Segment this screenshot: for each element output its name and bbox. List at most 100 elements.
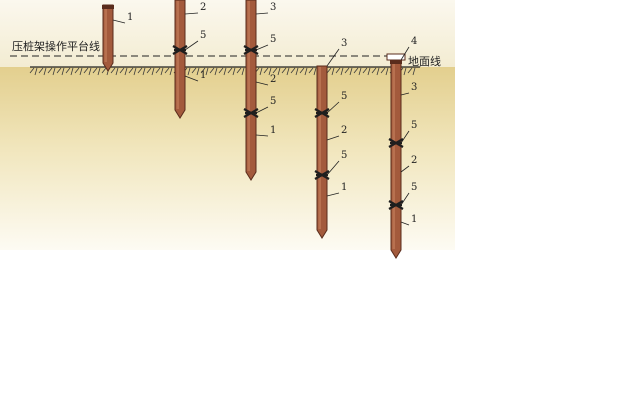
hatch-mark <box>371 67 380 76</box>
pile-highlight <box>104 6 107 62</box>
hatch-mark <box>47 67 56 76</box>
leader-line <box>326 48 340 67</box>
part-number-label: 5 <box>411 182 417 193</box>
part-number-label: 5 <box>411 120 417 131</box>
pile-joint <box>388 138 404 148</box>
pile-joint <box>314 170 330 180</box>
part-number-label: 5 <box>200 30 206 41</box>
leader-line <box>326 192 340 197</box>
soil-area <box>0 67 455 250</box>
pile-stage-2 <box>172 0 188 119</box>
hatch-mark <box>56 67 65 76</box>
pile-stage-4 <box>314 65 330 239</box>
part-number-label: 2 <box>200 2 206 13</box>
hatch-mark <box>209 67 218 76</box>
hatch-mark <box>65 67 74 76</box>
pile-joint <box>243 45 259 55</box>
leader-line <box>400 92 410 96</box>
hatch-mark <box>263 67 272 76</box>
hatch-mark <box>119 67 128 76</box>
leader-line <box>255 134 269 137</box>
hatch-mark <box>110 67 119 76</box>
leader-line <box>255 12 269 15</box>
hatch-mark <box>83 67 92 76</box>
part-number-label: 3 <box>341 38 347 49</box>
hatch-mark <box>380 67 389 76</box>
hatch-mark <box>353 67 362 76</box>
hatch-mark <box>236 67 245 76</box>
part-number-label: 4 <box>411 36 417 47</box>
leader-line <box>184 12 199 15</box>
pile-stage-1 <box>102 4 114 72</box>
leader-line <box>400 165 410 173</box>
leader-line <box>400 221 410 226</box>
hatch-mark <box>407 67 416 76</box>
pile-stage-3 <box>243 0 259 181</box>
pile-highlight <box>392 61 395 249</box>
pile-highlight <box>247 1 250 171</box>
hatch-mark <box>299 67 308 76</box>
pile-joint <box>314 108 330 118</box>
leader-line <box>184 75 199 82</box>
pile-highlight <box>176 1 179 109</box>
hatch-mark <box>290 67 299 76</box>
part-number-label: 5 <box>270 96 276 107</box>
part-number-label: 1 <box>127 12 133 23</box>
leader-line <box>326 160 340 176</box>
hatch-mark <box>218 67 227 76</box>
part-number-label: 1 <box>200 70 206 81</box>
leader-line <box>400 130 410 144</box>
pile-joint <box>388 200 404 210</box>
hatch-mark <box>155 67 164 76</box>
hatch-mark <box>164 67 173 76</box>
pile-joint <box>243 108 259 118</box>
hatch-mark <box>128 67 137 76</box>
part-number-label: 5 <box>341 150 347 161</box>
ground-line-label: 地面线 <box>408 54 441 68</box>
part-number-label: 3 <box>411 82 417 93</box>
leader-line <box>184 40 199 51</box>
leader-line <box>112 19 126 24</box>
pile-highlight <box>318 67 321 229</box>
part-number-label: 1 <box>341 182 347 193</box>
pile-stage-5 <box>386 53 406 259</box>
hatch-mark <box>362 67 371 76</box>
part-number-label: 2 <box>341 125 347 136</box>
pile-head <box>102 5 114 9</box>
hatch-mark <box>92 67 101 76</box>
hatch-mark <box>326 67 335 76</box>
hatch-mark <box>191 67 200 76</box>
leader-line <box>255 81 269 86</box>
leader-line <box>400 46 410 61</box>
hatch-mark <box>227 67 236 76</box>
pile-cap-4 <box>386 53 406 61</box>
pile-head <box>390 60 402 64</box>
hatch-mark <box>137 67 146 76</box>
hatch-mark <box>281 67 290 76</box>
leader-line <box>326 101 340 114</box>
hatch-mark <box>74 67 83 76</box>
platform-line-label: 压桩架操作平台线 <box>12 39 100 53</box>
piles-group <box>102 0 406 259</box>
hatch-mark <box>272 67 281 76</box>
hatch-mark <box>200 67 209 76</box>
part-number-label: 5 <box>341 91 347 102</box>
leader-line <box>400 192 410 206</box>
hatch-mark <box>146 67 155 76</box>
hatch-mark <box>29 67 38 76</box>
leader-line <box>326 135 340 141</box>
part-number-label: 1 <box>411 214 417 225</box>
hatch-mark <box>308 67 317 76</box>
hatch-mark <box>344 67 353 76</box>
hatch-mark <box>38 67 47 76</box>
leader-line <box>255 106 269 114</box>
part-number-label: 2 <box>270 74 276 85</box>
part-number-label: 5 <box>270 34 276 45</box>
hatch-mark <box>335 67 344 76</box>
leader-line <box>255 44 269 51</box>
part-number-label: 1 <box>270 125 276 136</box>
part-number-label: 2 <box>411 155 417 166</box>
pile-joint <box>172 45 188 55</box>
